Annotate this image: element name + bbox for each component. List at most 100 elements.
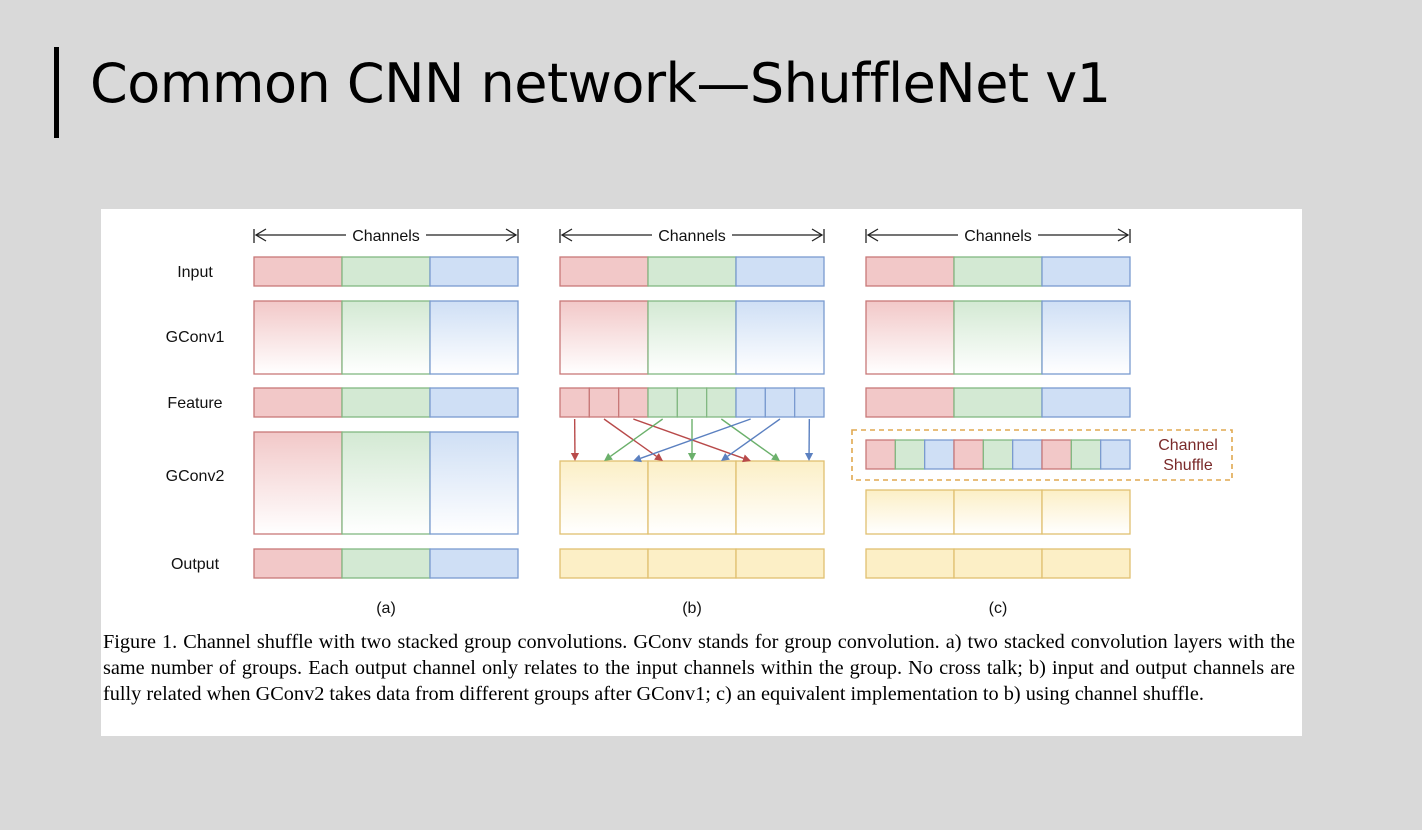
input-block-b xyxy=(429,256,519,287)
feature-subblock xyxy=(647,387,678,418)
channels-label-bg xyxy=(652,224,732,244)
channels-label: Channels xyxy=(658,228,726,245)
channel-shuffle-label-line2: Shuffle xyxy=(1163,457,1213,474)
shuffle-arrowhead xyxy=(771,453,780,461)
output-block-y xyxy=(559,548,649,579)
shuffle-arrow xyxy=(610,418,664,457)
gconv1-block-b xyxy=(735,300,825,375)
figure-caption: Figure 1. Channel shuffle with two stack… xyxy=(103,631,1295,705)
feature-subblock xyxy=(618,387,649,418)
channels-arrowhead-right xyxy=(505,228,518,242)
feature-subblock xyxy=(559,387,590,418)
shuffle-arrowhead xyxy=(721,453,730,461)
output-block-b xyxy=(429,548,519,579)
gconv2-block-y xyxy=(865,489,955,535)
feature-block-b xyxy=(1041,387,1131,418)
gconv1-block-b xyxy=(429,300,519,375)
channel-shuffle-box xyxy=(851,429,1233,481)
gconv2-block-r xyxy=(253,431,343,535)
gconv1-block-b xyxy=(1041,300,1131,375)
gconv1-block-g xyxy=(953,300,1043,375)
shuffled-subblock xyxy=(953,439,984,470)
output-block-y xyxy=(953,548,1043,579)
shuffle-arrowhead xyxy=(633,454,642,463)
input-block-g xyxy=(953,256,1043,287)
row-label-gconv2: GConv2 xyxy=(166,468,225,485)
channels-label-bg xyxy=(346,224,426,244)
gconv1-block-r xyxy=(253,300,343,375)
feature-block-b xyxy=(429,387,519,418)
channels-label: Channels xyxy=(964,228,1032,245)
feature-block-r xyxy=(865,387,955,418)
gconv2-block-y xyxy=(1041,489,1131,535)
output-block-y xyxy=(865,548,955,579)
feature-subblock xyxy=(706,387,737,418)
shuffled-subblock xyxy=(982,439,1014,470)
shuffle-arrowhead xyxy=(687,452,697,461)
feature-subblock xyxy=(764,387,796,418)
feature-block-g xyxy=(953,387,1043,418)
shuffled-subblock xyxy=(865,439,896,470)
shuffle-arrow xyxy=(640,418,751,459)
panel-label-b: (b) xyxy=(682,600,702,617)
shuffle-arrow xyxy=(720,418,774,457)
row-label-input: Input xyxy=(177,264,213,281)
channels-label-bg xyxy=(958,224,1038,244)
output-block-y xyxy=(1041,548,1131,579)
feature-subblock xyxy=(735,387,766,418)
gconv1-block-g xyxy=(647,300,737,375)
shuffle-arrowhead xyxy=(742,454,751,463)
row-label-gconv1: GConv1 xyxy=(166,329,225,346)
input-block-g xyxy=(341,256,431,287)
gconv2-block-b xyxy=(429,431,519,535)
feature-block-g xyxy=(341,387,431,418)
title-accent-bar xyxy=(54,47,59,138)
channels-label: Channels xyxy=(352,228,420,245)
feature-subblock xyxy=(676,387,708,418)
slide-title: Common CNN network—ShuffleNet v1 xyxy=(90,52,1111,115)
row-label-feature: Feature xyxy=(167,395,222,412)
shuffled-subblock xyxy=(1041,439,1072,470)
input-block-r xyxy=(865,256,955,287)
gconv2-block-y xyxy=(735,460,825,535)
shuffled-subblock xyxy=(894,439,926,470)
panel-label-c: (c) xyxy=(989,600,1008,617)
shuffle-arrow xyxy=(603,418,657,457)
channels-arrowhead-right xyxy=(811,228,824,242)
gconv2-block-g xyxy=(341,431,431,535)
shuffled-subblock xyxy=(1012,439,1043,470)
feature-subblock xyxy=(588,387,620,418)
output-block-r xyxy=(253,548,343,579)
channels-arrowhead-left xyxy=(254,228,267,242)
feature-block-r xyxy=(253,387,343,418)
output-block-y xyxy=(647,548,737,579)
channels-arrowhead-left xyxy=(560,228,573,242)
gconv1-block-g xyxy=(341,300,431,375)
shuffle-arrow xyxy=(727,418,781,457)
gconv1-block-r xyxy=(559,300,649,375)
output-block-y xyxy=(735,548,825,579)
gconv2-block-y xyxy=(647,460,737,535)
gconv2-block-y xyxy=(559,460,649,535)
row-label-output: Output xyxy=(171,556,220,573)
shuffled-subblock xyxy=(1070,439,1102,470)
shuffle-arrowhead xyxy=(804,452,814,461)
shuffled-subblock xyxy=(1100,439,1131,470)
input-block-b xyxy=(1041,256,1131,287)
input-block-r xyxy=(253,256,343,287)
channels-arrowhead-left xyxy=(866,228,879,242)
input-block-g xyxy=(647,256,737,287)
output-block-g xyxy=(341,548,431,579)
gconv2-block-y xyxy=(953,489,1043,535)
gconv1-block-r xyxy=(865,300,955,375)
shuffle-arrowhead xyxy=(570,452,580,461)
shuffle-arrowhead xyxy=(604,453,613,461)
shuffle-arrow xyxy=(633,418,744,459)
panel-label-a: (a) xyxy=(376,600,396,617)
feature-subblock xyxy=(794,387,825,418)
channel-shuffle-label-line1: Channel xyxy=(1158,437,1218,454)
shuffled-subblock xyxy=(924,439,955,470)
shuffle-arrowhead xyxy=(654,453,663,461)
